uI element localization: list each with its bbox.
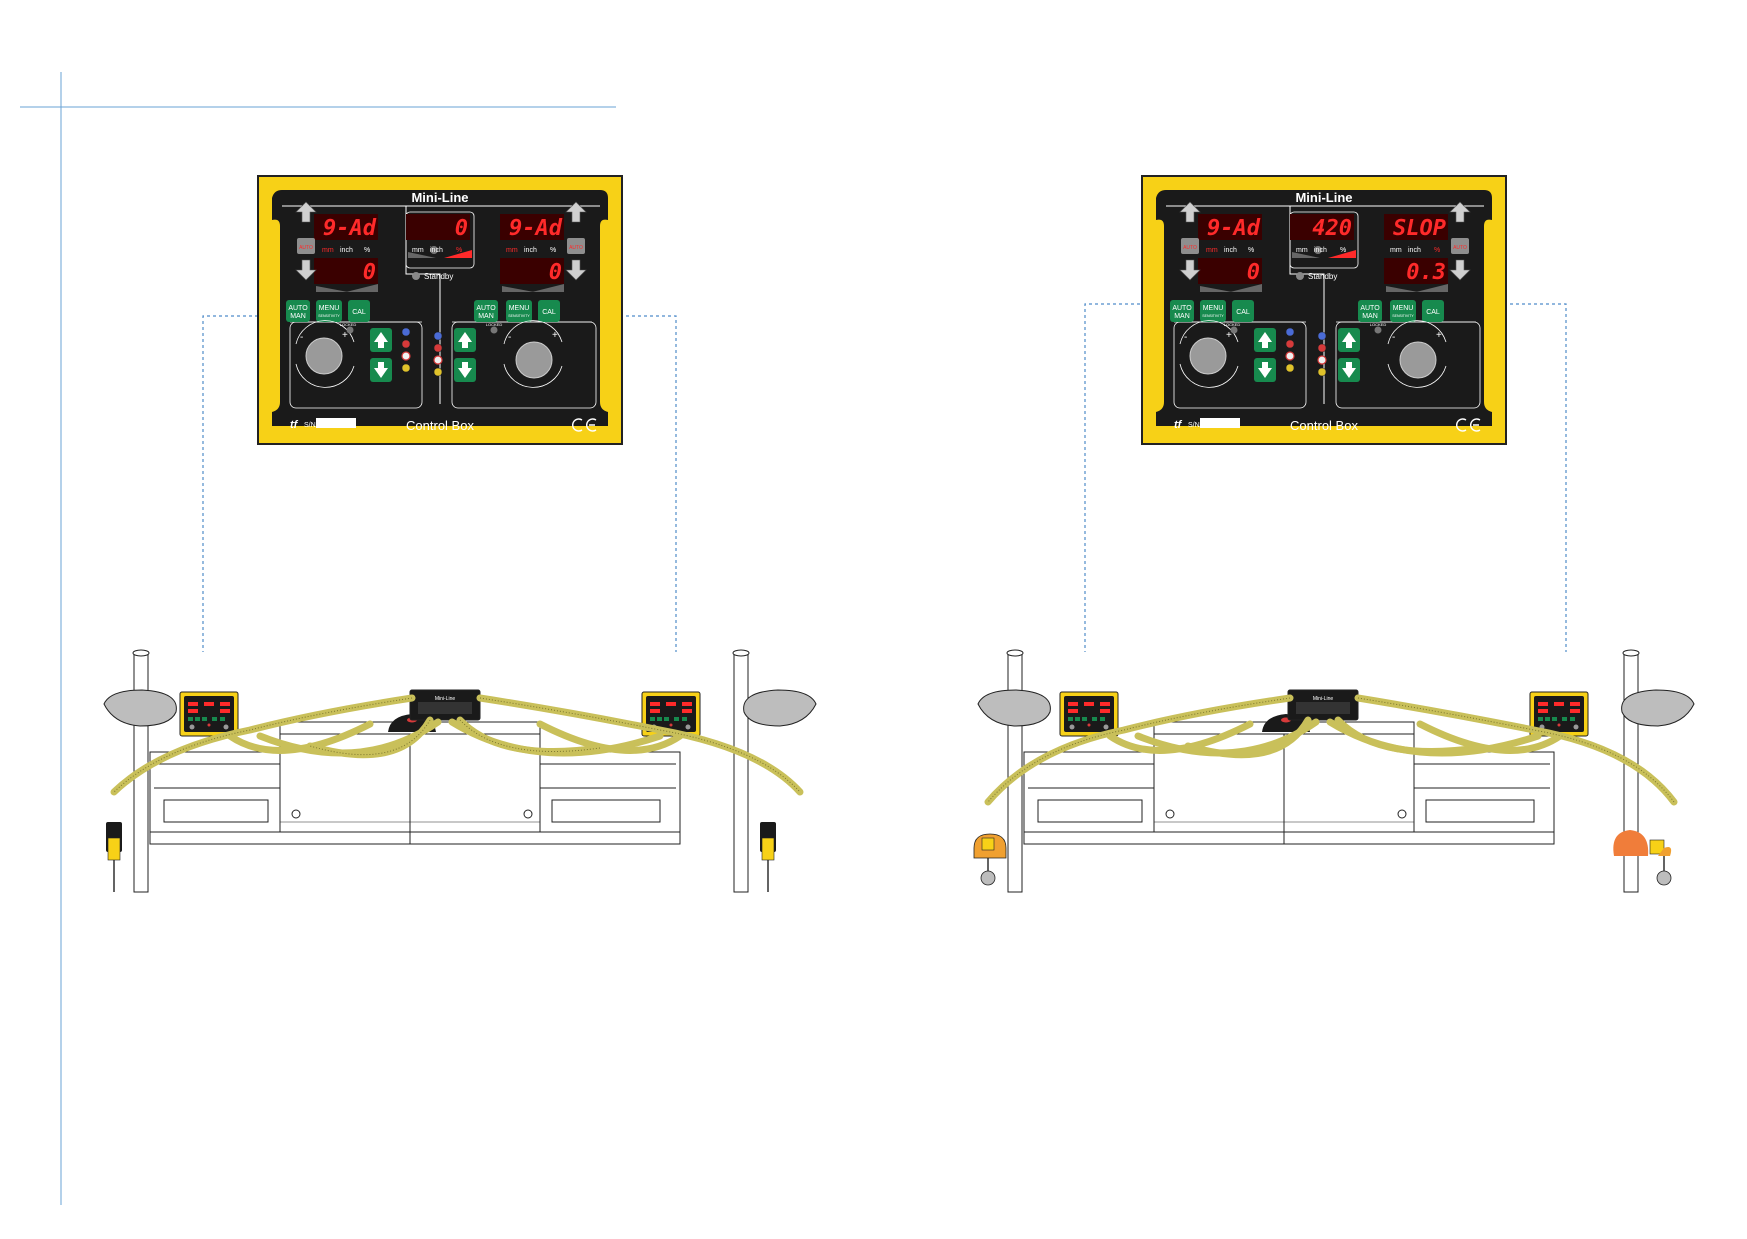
unit-pct-left: % bbox=[364, 247, 370, 254]
display-left-top-2: 9-Ad bbox=[1207, 216, 1261, 241]
control-box-panel: Mini-Line 9-Ad 0 0 9-Ad 0 mm inch % mm i… bbox=[257, 175, 623, 445]
tf-logo-icon: tf bbox=[290, 419, 299, 431]
locked-label-r: LOCKED bbox=[486, 322, 503, 327]
unit-mm-center: mm bbox=[412, 247, 424, 254]
panel-title-2: Mini-Line bbox=[1295, 190, 1352, 205]
control-box-panel-2: Mini-Line 9-Ad 0 420 SLOP 0.3 mm inch % … bbox=[1141, 175, 1507, 445]
locked-label-r2: LOCKED bbox=[1370, 322, 1387, 327]
standby-label: Standby bbox=[424, 272, 453, 281]
unit-pct-center-2: % bbox=[1340, 247, 1346, 254]
side-auto-right: AUTO bbox=[569, 245, 583, 251]
cal-button-label-r2: CAL bbox=[1426, 309, 1440, 316]
unit-inch-right-2: inch bbox=[1408, 247, 1421, 254]
unit-pct-center: % bbox=[456, 247, 462, 254]
auto-button-label-2: AUTO bbox=[1172, 305, 1192, 312]
connector-dashed-right bbox=[620, 315, 677, 652]
menu-button-label-r2: MENU bbox=[1393, 305, 1414, 312]
auto-button-label-r2: AUTO bbox=[1360, 305, 1380, 312]
auto-button-label-r: AUTO bbox=[476, 305, 496, 312]
man-button-label-2: MAN bbox=[1174, 313, 1190, 320]
display-left-bottom-2: 0 bbox=[1247, 260, 1260, 285]
locked-label-2: LOCKED bbox=[1224, 322, 1241, 327]
knob-minus-2: - bbox=[1184, 332, 1187, 343]
side-auto-right-2: AUTO bbox=[1453, 245, 1467, 251]
sensitivity-label-r2: SENSITIVITY bbox=[1392, 314, 1414, 318]
man-button-label-r: MAN bbox=[478, 313, 494, 320]
unit-inch-center: inch bbox=[430, 247, 443, 254]
side-auto-left: AUTO bbox=[299, 245, 313, 251]
tf-logo-icon-2: tf bbox=[1174, 419, 1183, 431]
mini-unit-title: Mini-Line bbox=[435, 696, 456, 702]
sn-label: S/N: bbox=[304, 422, 318, 429]
unit-mm-center-2: mm bbox=[1296, 247, 1308, 254]
display-left-bottom: 0 bbox=[363, 260, 376, 285]
knob-minus-r: - bbox=[508, 332, 511, 343]
menu-button-label: MENU bbox=[319, 305, 340, 312]
machine-illustration-left: Mini-Line bbox=[103, 649, 817, 893]
knob-minus: - bbox=[300, 332, 303, 343]
display-center-2: 420 bbox=[1312, 216, 1352, 241]
connector-dashed-left bbox=[202, 315, 258, 652]
knob-minus-r2: - bbox=[1392, 332, 1395, 343]
sensitivity-label-r: SENSITIVITY bbox=[508, 314, 530, 318]
diagram-left: Mini-Line 9-Ad 0 0 9-Ad 0 mm inch % mm i… bbox=[103, 175, 817, 893]
unit-mm-right-2: mm bbox=[1390, 247, 1402, 254]
unit-inch-left-2: inch bbox=[1224, 247, 1237, 254]
cal-button-label: CAL bbox=[352, 309, 366, 316]
machine-illustration-right: Mini-Line bbox=[973, 649, 1695, 893]
man-button-label-r2: MAN bbox=[1362, 313, 1378, 320]
unit-mm-left-2: mm bbox=[1206, 247, 1218, 254]
knob-plus-r: + bbox=[552, 330, 558, 341]
sensitivity-label-2: SENSITIVITY bbox=[1202, 314, 1224, 318]
cal-button-label-r: CAL bbox=[542, 309, 556, 316]
locked-label: LOCKED bbox=[340, 322, 357, 327]
unit-mm-left: mm bbox=[322, 247, 334, 254]
auto-button-label: AUTO bbox=[288, 305, 308, 312]
display-right-bottom: 0 bbox=[549, 260, 562, 285]
knob-plus: + bbox=[342, 330, 348, 341]
unit-inch-left: inch bbox=[340, 247, 353, 254]
panel-title: Mini-Line bbox=[411, 190, 468, 205]
knob-plus-2: + bbox=[1226, 330, 1232, 341]
unit-pct-left-2: % bbox=[1248, 247, 1254, 254]
connector-dashed-right-2 bbox=[1504, 303, 1567, 652]
panel-footer: Control Box bbox=[406, 418, 474, 433]
display-left-top: 9-Ad bbox=[323, 216, 377, 241]
man-button-label: MAN bbox=[290, 313, 306, 320]
unit-pct-right: % bbox=[550, 247, 556, 254]
unit-inch-right: inch bbox=[524, 247, 537, 254]
side-auto-left-2: AUTO bbox=[1183, 245, 1197, 251]
menu-button-label-2: MENU bbox=[1203, 305, 1224, 312]
mini-unit-title-2: Mini-Line bbox=[1313, 696, 1334, 702]
display-right-top-2: SLOP bbox=[1393, 216, 1446, 241]
display-right-bottom-2: 0.3 bbox=[1406, 260, 1446, 285]
display-center: 0 bbox=[455, 216, 468, 241]
cal-button-label-2: CAL bbox=[1236, 309, 1250, 316]
menu-button-label-r: MENU bbox=[509, 305, 530, 312]
display-right-top: 9-Ad bbox=[509, 216, 563, 241]
diagram-right: Mini-Line 9-Ad 0 420 SLOP 0.3 mm inch % … bbox=[973, 175, 1695, 893]
standby-label-2: Standby bbox=[1308, 272, 1337, 281]
unit-inch-center-2: inch bbox=[1314, 247, 1327, 254]
sensitivity-label: SENSITIVITY bbox=[318, 314, 340, 318]
sn-label-2: S/N: bbox=[1188, 422, 1202, 429]
panel-footer-2: Control Box bbox=[1290, 418, 1358, 433]
connector-dashed-left-2 bbox=[1084, 303, 1140, 652]
unit-mm-right: mm bbox=[506, 247, 518, 254]
knob-plus-r2: + bbox=[1436, 330, 1442, 341]
unit-pct-right-2: % bbox=[1434, 247, 1440, 254]
